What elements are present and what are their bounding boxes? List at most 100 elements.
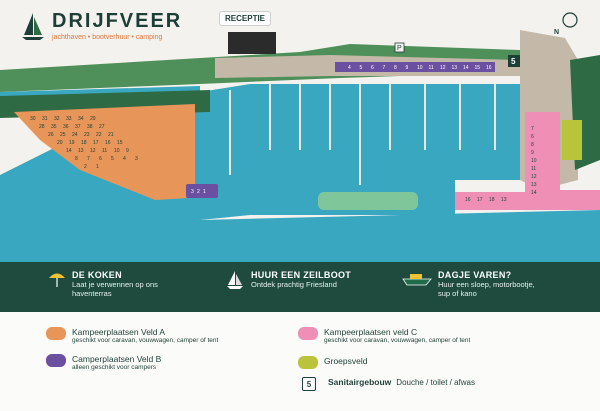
pitch-number-veld-a: 30 <box>30 116 36 122</box>
pitch-number-top-row: 13 <box>452 65 458 71</box>
info-bar: DE KOKEN Laat je verwennen op ons havent… <box>0 262 600 312</box>
motorboat-icon <box>402 274 432 286</box>
sailboat-logo-icon <box>22 12 44 40</box>
pitch-number-veld-a: 21 <box>108 132 114 138</box>
veld-a-swatch-icon <box>46 327 66 340</box>
brand-tagline: jachthaven • bootverhuur • camping <box>52 34 163 41</box>
pitch-number-veld-a: 31 <box>42 116 48 122</box>
pitch-number-veld-c: 7 <box>531 126 534 132</box>
jetties <box>229 84 496 185</box>
pitch-number-veld-b: 1 <box>203 189 206 195</box>
pitch-number-top-row: 7 <box>383 65 386 71</box>
pitch-number-veld-a: 19 <box>69 140 75 146</box>
pitch-number-veld-a: 32 <box>54 116 60 122</box>
pitch-number-veld-a: 24 <box>72 132 78 138</box>
veld-c-swatch-icon <box>298 327 318 340</box>
pitch-number-veld-a: 35 <box>51 124 57 130</box>
pitch-number-veld-a: 26 <box>48 132 54 138</box>
pitch-number-veld-a: 10 <box>114 148 120 154</box>
pitch-number-veld-a: 29 <box>90 116 96 122</box>
pitch-number-top-row: 8 <box>394 65 397 71</box>
pitch-number-veld-c: 9 <box>531 150 534 156</box>
pitch-number-veld-c: 13 <box>531 182 537 188</box>
pitch-number-veld-c: 6 <box>531 134 534 140</box>
sanitair-icon: 5 <box>302 377 316 391</box>
pitch-number-veld-a: 38 <box>87 124 93 130</box>
pitch-number-veld-c: 14 <box>531 190 537 196</box>
legend-veld-b: Camperplaatsen Veld B alleen geschikt vo… <box>46 354 161 371</box>
pitch-number-veld-a: 4 <box>123 156 126 162</box>
pitch-number-veld-a: 6 <box>99 156 102 162</box>
groepsveld-title: Groepsveld <box>324 356 368 366</box>
pitch-number-veld-c-bottom: 16 <box>465 197 471 203</box>
pitch-number-veld-a: 15 <box>117 140 123 146</box>
top-row-pitches <box>335 62 495 72</box>
umbrella-icon <box>49 273 65 287</box>
pitch-number-veld-a: 7 <box>87 156 90 162</box>
info-varen: DAGJE VAREN? Huur een sloep, motorbootje… <box>402 270 548 298</box>
pitch-number-veld-a: 23 <box>84 132 90 138</box>
pitch-number-veld-a: 16 <box>105 140 111 146</box>
reception-label: RECEPTIE <box>220 12 271 25</box>
pitch-number-veld-a: 9 <box>126 148 129 154</box>
zeilboot-text: Ontdek prachtig Friesland <box>251 280 337 289</box>
pitch-number-veld-a: 1 <box>96 164 99 170</box>
info-zeilboot: HUUR EEN ZEILBOOT Ontdek prachtig Friesl… <box>225 270 351 290</box>
pitch-number-veld-c-bottom: 17 <box>477 197 483 203</box>
pitch-number-veld-a: 17 <box>93 140 99 146</box>
pitch-number-veld-a: 20 <box>57 140 63 146</box>
legend-veld-c: Kampeerplaatsen veld C geschikt voor car… <box>298 327 470 344</box>
pitch-number-top-row: 9 <box>406 65 409 71</box>
sanitary-number: 5 <box>511 57 516 66</box>
veld-a-area <box>14 104 195 200</box>
compass-icon <box>562 12 578 28</box>
pitch-number-veld-a: 37 <box>75 124 81 130</box>
pitch-number-veld-a: 34 <box>78 116 84 122</box>
pitch-number-top-row: 11 <box>429 65 434 71</box>
pitch-number-top-row: 16 <box>486 65 492 71</box>
brand-logo: DRIJFVEER jachthaven • bootverhuur • cam… <box>20 10 182 41</box>
pitch-number-veld-a: 33 <box>66 116 72 122</box>
varen-text: Huur een sloep, motorbootje, sup of kano <box>438 280 535 298</box>
groepsveld-area <box>562 120 582 160</box>
pitch-number-veld-a: 3 <box>135 156 138 162</box>
legend-veld-a: Kampeerplaatsen Veld A geschikt voor car… <box>46 327 218 344</box>
parking-sign: P <box>394 42 405 53</box>
pitch-number-top-row: 5 <box>360 65 363 71</box>
varen-title: DAGJE VAREN? <box>438 270 512 280</box>
pitch-number-veld-a: 2 <box>84 164 87 170</box>
groepsveld-swatch-icon <box>298 356 318 369</box>
parking-label: P <box>397 45 402 52</box>
veld-c-title: Kampeerplaatsen veld C <box>324 327 418 337</box>
island-pier <box>318 192 418 210</box>
pitch-number-veld-c: 8 <box>531 142 534 148</box>
veld-b-title: Camperplaatsen Veld B <box>72 354 162 364</box>
veld-b-subtitle: alleen geschikt voor campers <box>72 364 157 371</box>
pitch-number-veld-c: 12 <box>531 174 537 180</box>
pitch-number-veld-a: 5 <box>111 156 114 162</box>
pitch-number-top-row: 10 <box>417 65 423 71</box>
pitch-number-veld-a: 25 <box>60 132 66 138</box>
veld-c-subtitle: geschikt voor caravan, vouwwagen, camper… <box>324 337 471 344</box>
sanitary-marker: 5 <box>508 55 520 67</box>
sailboat-icon <box>227 271 243 289</box>
sanitair-subtitle: Douche / toilet / afwas <box>396 377 476 387</box>
pitch-number-top-row: 15 <box>475 65 481 71</box>
legend: Kampeerplaatsen Veld A geschikt voor car… <box>0 312 600 411</box>
pitch-number-top-row: 12 <box>440 65 446 71</box>
koken-text: Laat je verwennen op ons haventerras <box>72 280 158 298</box>
water-lower <box>0 210 600 262</box>
koken-title: DE KOKEN <box>72 270 122 280</box>
legend-groepsveld: Groepsveld <box>298 356 367 369</box>
pitch-number-top-row: 14 <box>463 65 469 71</box>
pitch-number-veld-a: 27 <box>99 124 105 130</box>
pitch-number-veld-b: 2 <box>197 189 200 195</box>
veld-a-title: Kampeerplaatsen Veld A <box>72 327 166 337</box>
pitch-number-veld-c-bottom: 18 <box>489 197 495 203</box>
pitch-number-veld-a: 13 <box>78 148 84 154</box>
veld-c-area <box>455 112 600 210</box>
pitch-number-top-row: 4 <box>348 65 351 71</box>
reception-building <box>228 32 276 54</box>
